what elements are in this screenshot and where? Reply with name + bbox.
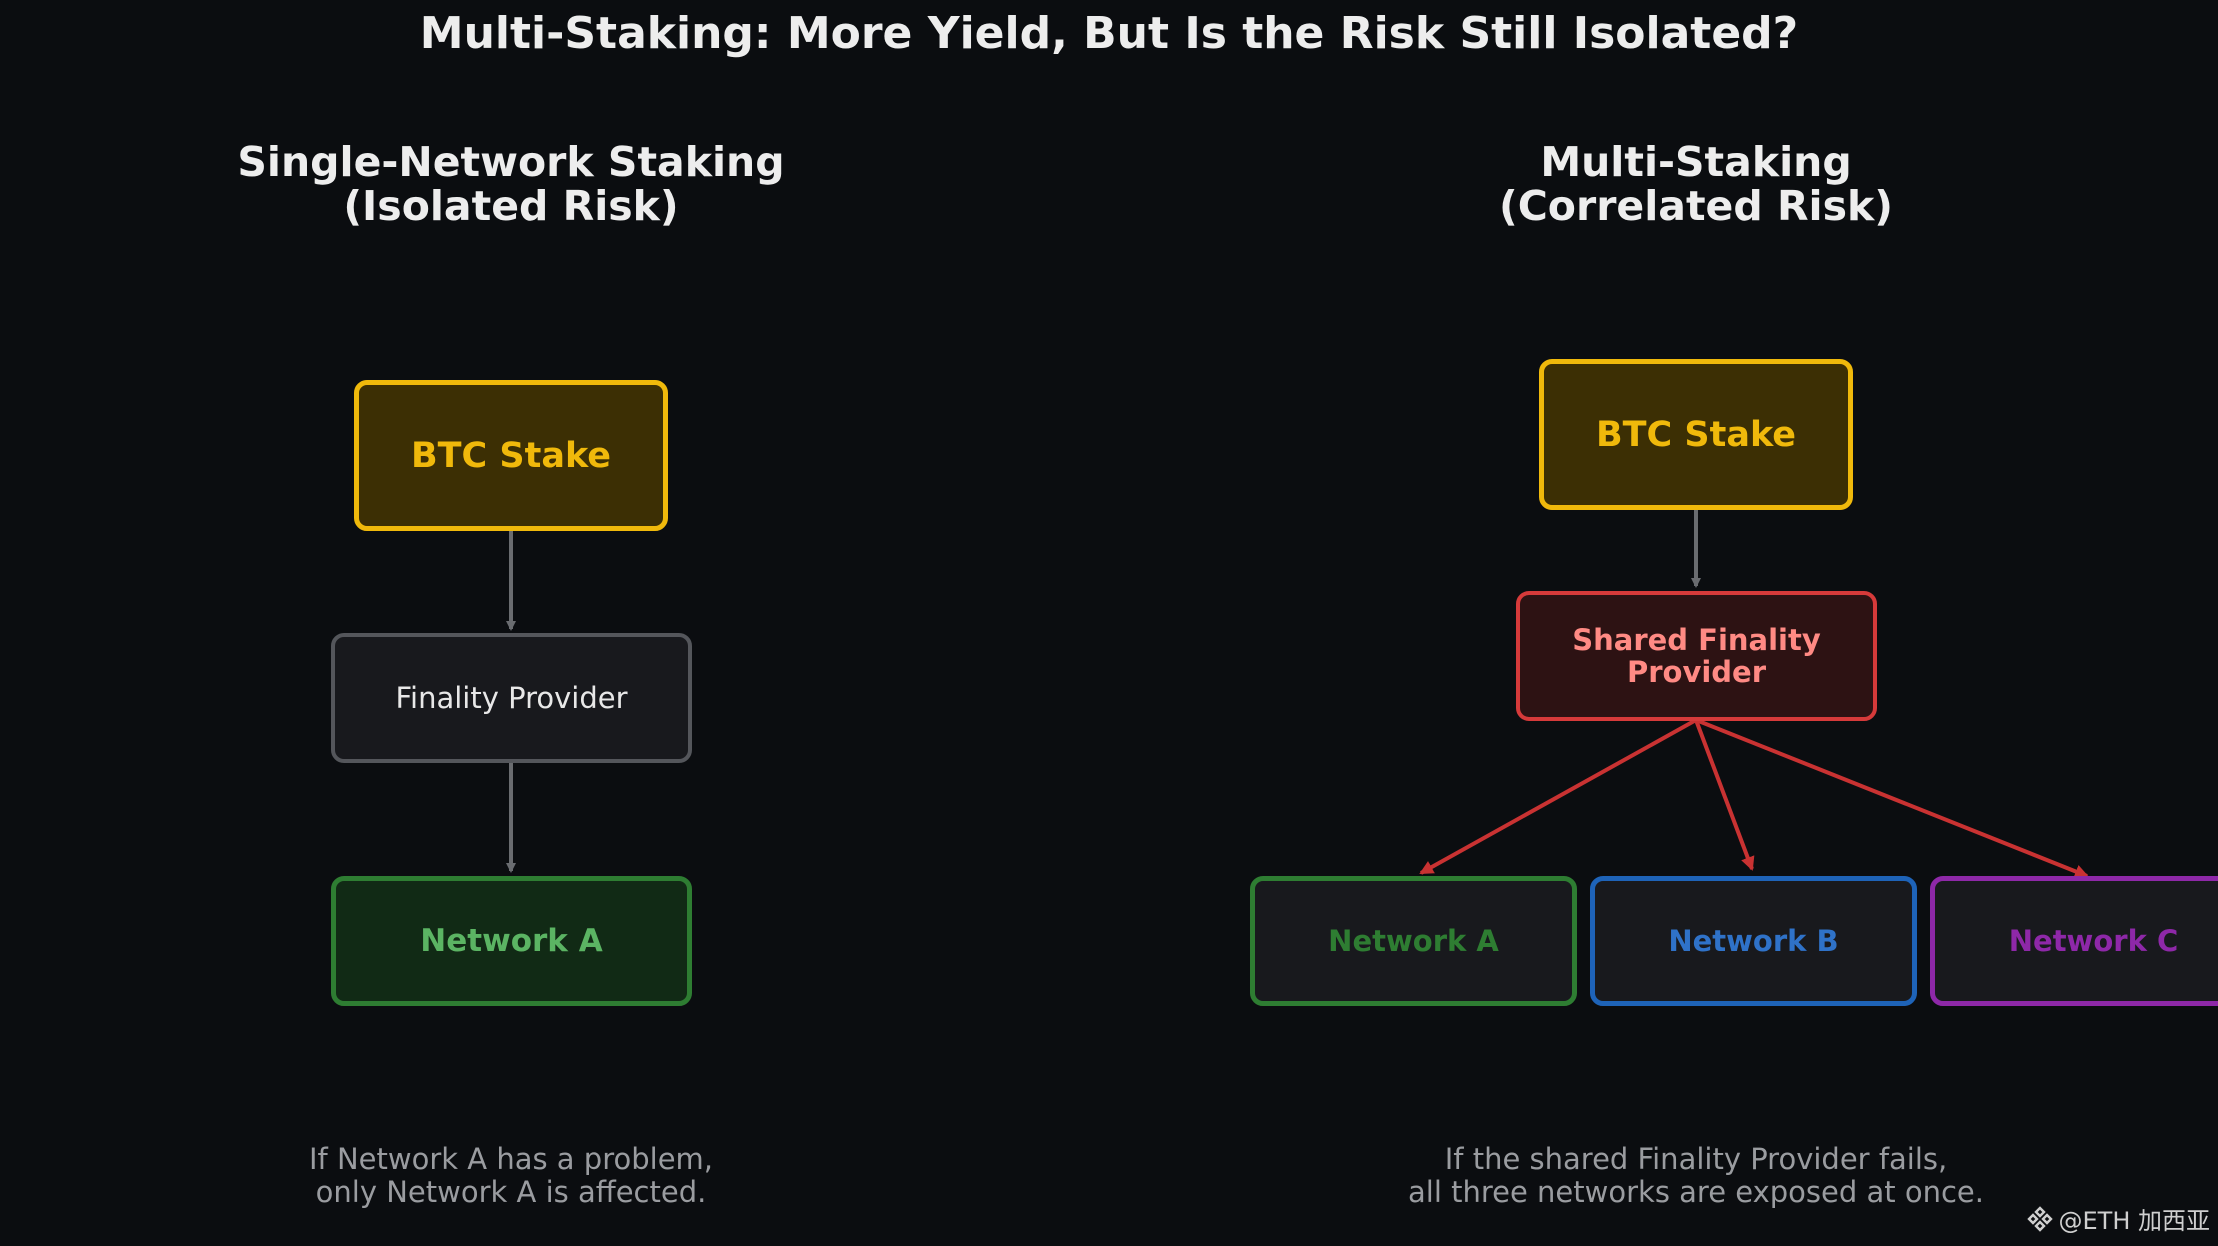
right-panel-title-line1: Multi-Staking (1540, 138, 1852, 186)
left-caption-line2: only Network A is affected. (315, 1175, 707, 1209)
right-panel-caption: If the shared Finality Provider fails, a… (1246, 1143, 2146, 1209)
right-caption-line1: If the shared Finality Provider fails, (1444, 1142, 1948, 1176)
binance-logo-icon (2026, 1205, 2053, 1232)
btc-stake-node-right: BTC Stake (1539, 359, 1853, 510)
network-a-node-left: Network A (331, 876, 692, 1006)
arrow-shared-fp-to-network-a (1419, 718, 1697, 875)
shared-fp-line2: Provider (1626, 655, 1767, 689)
shared-fp-line1: Shared Finality (1572, 623, 1821, 657)
right-panel-title: Multi-Staking (Correlated Risk) (1246, 140, 2146, 228)
finality-provider-node: Finality Provider (331, 633, 692, 763)
arrow-shared-fp-to-network-c (1695, 718, 2089, 879)
network-b-node: Network B (1590, 876, 1917, 1006)
network-a-node-right: Network A (1250, 876, 1577, 1006)
left-panel-title: Single-Network Staking (Isolated Risk) (61, 140, 961, 228)
watermark: @ETH 加西亚 (2026, 1201, 2211, 1236)
watermark-text: @ETH 加西亚 (2058, 1207, 2211, 1235)
right-caption-line2: all three networks are exposed at once. (1408, 1175, 1984, 1209)
left-panel-title-line2: (Isolated Risk) (343, 182, 679, 230)
left-panel-title-line1: Single-Network Staking (237, 138, 785, 186)
shared-finality-provider-node: Shared Finality Provider (1516, 591, 1877, 721)
right-panel-title-line2: (Correlated Risk) (1498, 182, 1894, 230)
arrow-shared-fp-to-network-b (1694, 719, 1755, 871)
left-panel-caption: If Network A has a problem, only Network… (61, 1143, 961, 1209)
left-caption-line1: If Network A has a problem, (308, 1142, 714, 1176)
network-c-node: Network C (1930, 876, 2218, 1006)
btc-stake-node-left: BTC Stake (354, 380, 668, 531)
page-title: Multi-Staking: More Yield, But Is the Ri… (419, 8, 1799, 59)
